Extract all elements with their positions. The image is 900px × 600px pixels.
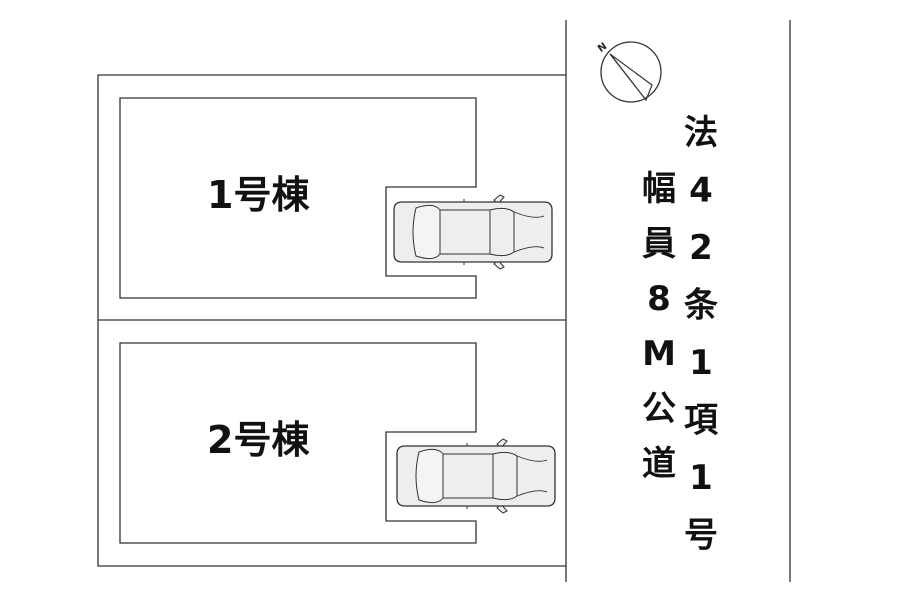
road-char: 1 — [689, 343, 713, 383]
road-edges — [565, 20, 791, 582]
car-icon — [393, 194, 553, 270]
road-char: 幅 — [642, 169, 676, 209]
road-char: 項 — [684, 401, 719, 441]
building-2-label: 2号棟 — [207, 418, 310, 462]
road-char: 号 — [684, 516, 718, 556]
building-1-footprint — [119, 97, 477, 299]
road-char: 1 — [689, 458, 713, 498]
road-char: 道 — [642, 444, 676, 484]
north-arrow-icon: N — [596, 41, 662, 103]
road-char: 8 — [647, 279, 671, 319]
car-icon — [396, 438, 556, 514]
lot-outlines — [97, 74, 566, 567]
road-char: 4 — [689, 171, 713, 211]
road-legal-text: 法 4 2 条 1 項 1 号 — [684, 113, 719, 556]
building-2-footprint — [119, 342, 477, 544]
building-1-label: 1号棟 — [207, 173, 310, 217]
road-char: 2 — [689, 228, 713, 268]
road-char: M — [642, 334, 676, 374]
road-char: 法 — [684, 113, 718, 153]
road-char: 員 — [642, 224, 676, 264]
road-char: 条 — [684, 286, 718, 326]
road-char: 公 — [642, 389, 676, 429]
